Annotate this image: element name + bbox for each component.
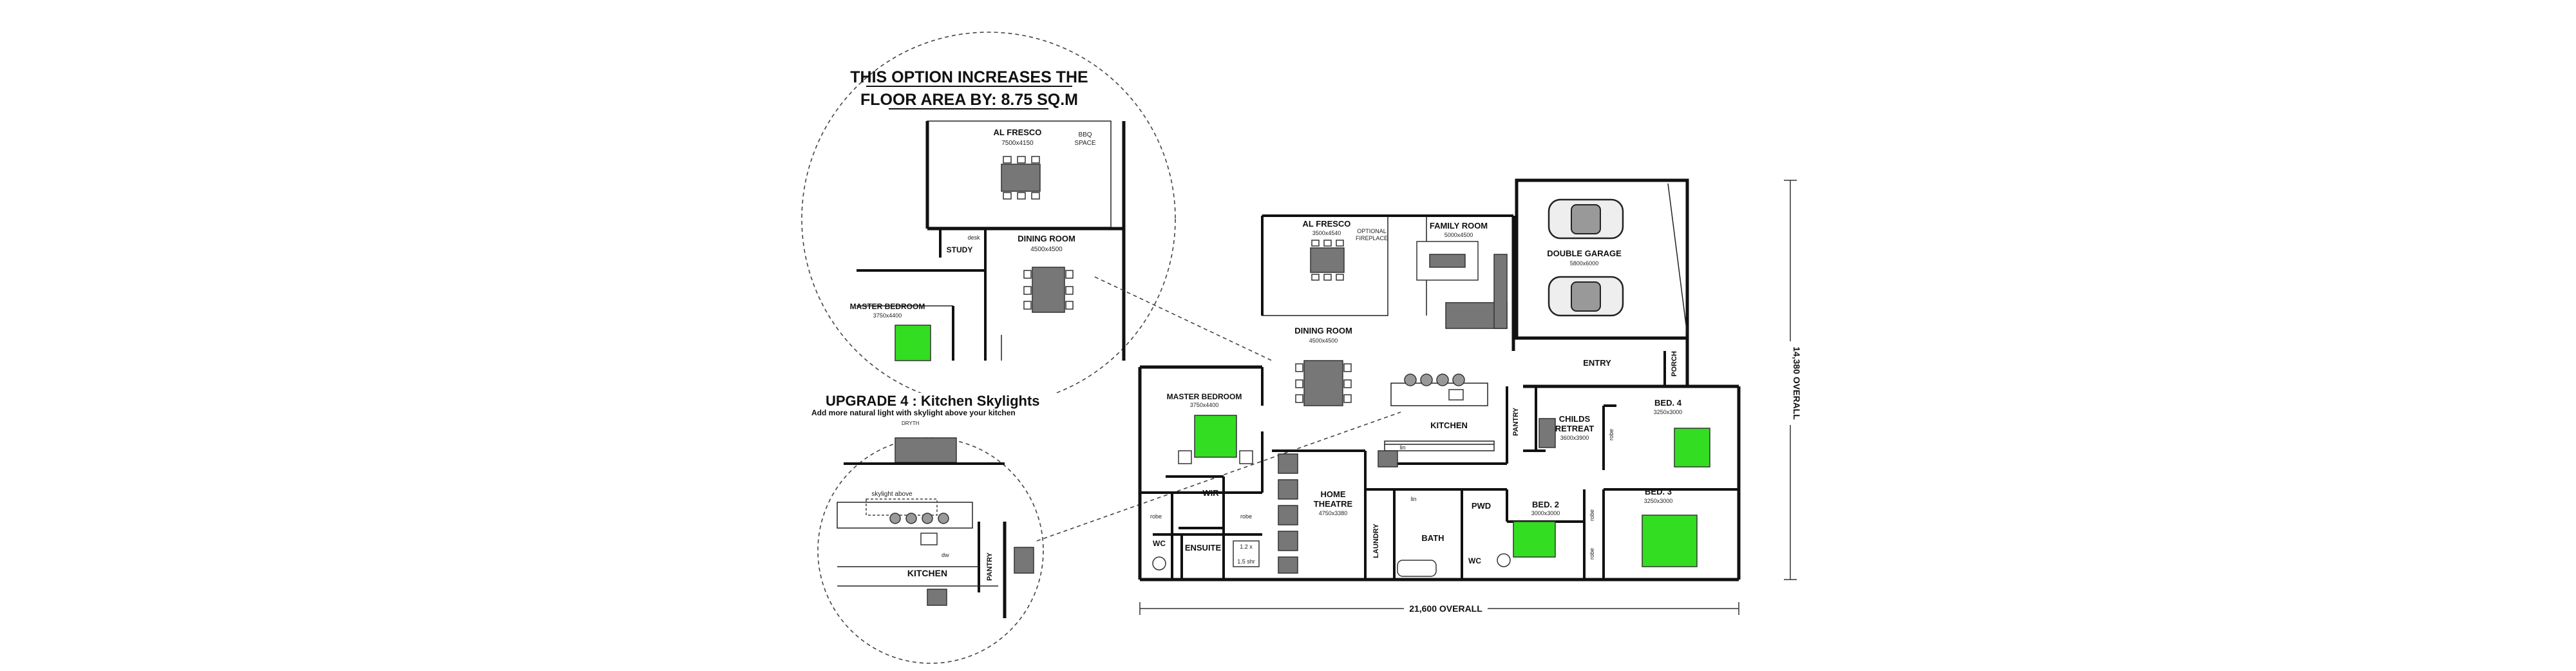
room-labels: AL FRESCO 3500x4540 OPTIONAL FIREPLACE F… <box>1150 219 1682 565</box>
kitchen-skylight-callout: UPGRADE 4 : Kitchen Skylights Add more n… <box>811 393 1056 664</box>
lin-label: lin <box>1399 444 1405 451</box>
childs-line2: RETREAT <box>1555 424 1594 433</box>
dimension-width: 21,600 OVERALL <box>1139 602 1739 615</box>
bed2-name: BED. 2 <box>1532 500 1559 509</box>
inset-desk: desk <box>967 234 980 241</box>
inset-stove <box>927 589 947 606</box>
master-name: MASTER BEDROOM <box>1167 392 1242 401</box>
bath-label: BATH <box>1421 533 1444 543</box>
callout-line-1: THIS OPTION INCREASES THE <box>850 68 1088 86</box>
wc2-label: WC <box>1468 556 1481 565</box>
laundry-label: LAUNDRY <box>1372 524 1380 558</box>
inset-bbq-line2: SPACE <box>1074 140 1095 147</box>
master-size: 3750x4400 <box>1190 402 1219 408</box>
garage-size: 5800x6000 <box>1570 260 1599 267</box>
entry-label: ENTRY <box>1583 358 1611 368</box>
robe-label-3: robe <box>1608 429 1615 440</box>
inset-master-size: 3750x4400 <box>873 312 902 319</box>
callout-line-2: FLOOR AREA BY: 8.75 SQ.M <box>860 91 1078 109</box>
dimension-height: 14,380 OVERALL <box>1784 180 1802 580</box>
inset-dining-size: 4500x4500 <box>1030 246 1063 253</box>
inset-alfresco-size: 7500x4150 <box>1001 140 1034 147</box>
main-furniture <box>1152 198 1710 577</box>
theatre-line2: THEATRE <box>1314 499 1353 509</box>
inset-sink <box>920 533 938 545</box>
area-option-callout: THIS OPTION INCREASES THE FLOOR AREA BY:… <box>801 32 1176 406</box>
robe-label-1: robe <box>1150 513 1162 520</box>
inset-kitchen-walls <box>837 437 1034 618</box>
bed3-name: BED. 3 <box>1645 487 1672 496</box>
family-size: 5000x4500 <box>1444 232 1473 238</box>
family-name: FAMILY ROOM <box>1430 221 1488 231</box>
garage-name: DOUBLE GARAGE <box>1547 249 1622 258</box>
porch-label: PORCH <box>1671 351 1678 377</box>
alfresco-name: AL FRESCO <box>1303 219 1351 229</box>
dining-size: 4500x4500 <box>1309 337 1338 344</box>
inset-pantry-label: PANTRY <box>986 552 994 581</box>
skylight-box <box>866 498 938 516</box>
inset-kitchen-label: KITCHEN <box>907 568 947 578</box>
theatre-line1: HOME <box>1321 489 1346 499</box>
inset-bbq-line1: BBQ <box>1078 131 1092 138</box>
inset-dining-name: DINING ROOM <box>1018 234 1075 243</box>
inset-kitchen-top-label: DRYTH <box>902 421 920 426</box>
upgrade-subtitle: Add more natural light with skylight abo… <box>811 408 1016 417</box>
robe-label-2: robe <box>1240 513 1252 520</box>
inset-study: STUDY <box>947 245 973 254</box>
wc1-label: WC <box>1153 539 1166 548</box>
overall-width-label: 21,600 OVERALL <box>1409 603 1482 614</box>
bed2-size: 3000x3000 <box>1531 510 1560 516</box>
garage-car-2 <box>1548 276 1624 317</box>
fireplace-line1: OPTIONAL <box>1357 228 1387 234</box>
inset-area-walls <box>857 120 1126 361</box>
shr-label: 1.2 x <box>1240 543 1253 550</box>
upgrade-title: UPGRADE 4 : Kitchen Skylights <box>826 393 1040 409</box>
ensuite-label: ENSUITE <box>1185 543 1222 553</box>
inset-alfresco-name: AL FRESCO <box>994 128 1042 137</box>
robe-label-4: robe <box>1589 509 1595 521</box>
inset-dining-table <box>1023 267 1074 313</box>
wir-label: WIR <box>1202 488 1219 498</box>
childs-size: 3600x3900 <box>1560 435 1589 441</box>
dining-name: DINING ROOM <box>1294 326 1352 336</box>
pwd-label: PWD <box>1472 501 1491 511</box>
alfresco-size: 3500x4540 <box>1312 230 1341 236</box>
inset-dw: dw <box>942 552 949 558</box>
leader-line-1 <box>1094 276 1273 361</box>
kitchen-label: KITCHEN <box>1430 421 1468 430</box>
robe-label-5: robe <box>1589 548 1595 560</box>
main-plan-walls <box>1138 178 1741 581</box>
callout-circle <box>801 32 1176 406</box>
inset-master-bed <box>895 325 931 361</box>
overall-height-label: 14,380 OVERALL <box>1792 346 1802 420</box>
callout-circle-2 <box>817 437 1044 664</box>
inset-outdoor-table <box>1001 156 1041 200</box>
linen-label: lin <box>1410 496 1416 502</box>
upgrade-title-bg <box>824 393 1056 417</box>
inset-pendant-lights <box>889 513 949 524</box>
bed4-size: 3250x3000 <box>1654 409 1683 415</box>
inset-master-name: MASTER BEDROOM <box>850 302 925 311</box>
bed4-name: BED. 4 <box>1654 398 1682 408</box>
pantry-label: PANTRY <box>1512 407 1520 436</box>
childs-line1: CHILDS <box>1559 414 1591 424</box>
skylight-label: skylight above <box>871 491 913 498</box>
garage-car-1 <box>1548 198 1624 240</box>
shr2-label: 1.5 shr <box>1237 558 1255 565</box>
theatre-size: 4750x3380 <box>1319 510 1348 516</box>
fireplace-line2: FIREPLACE <box>1356 235 1388 241</box>
bed3-size: 3250x3000 <box>1644 498 1673 504</box>
